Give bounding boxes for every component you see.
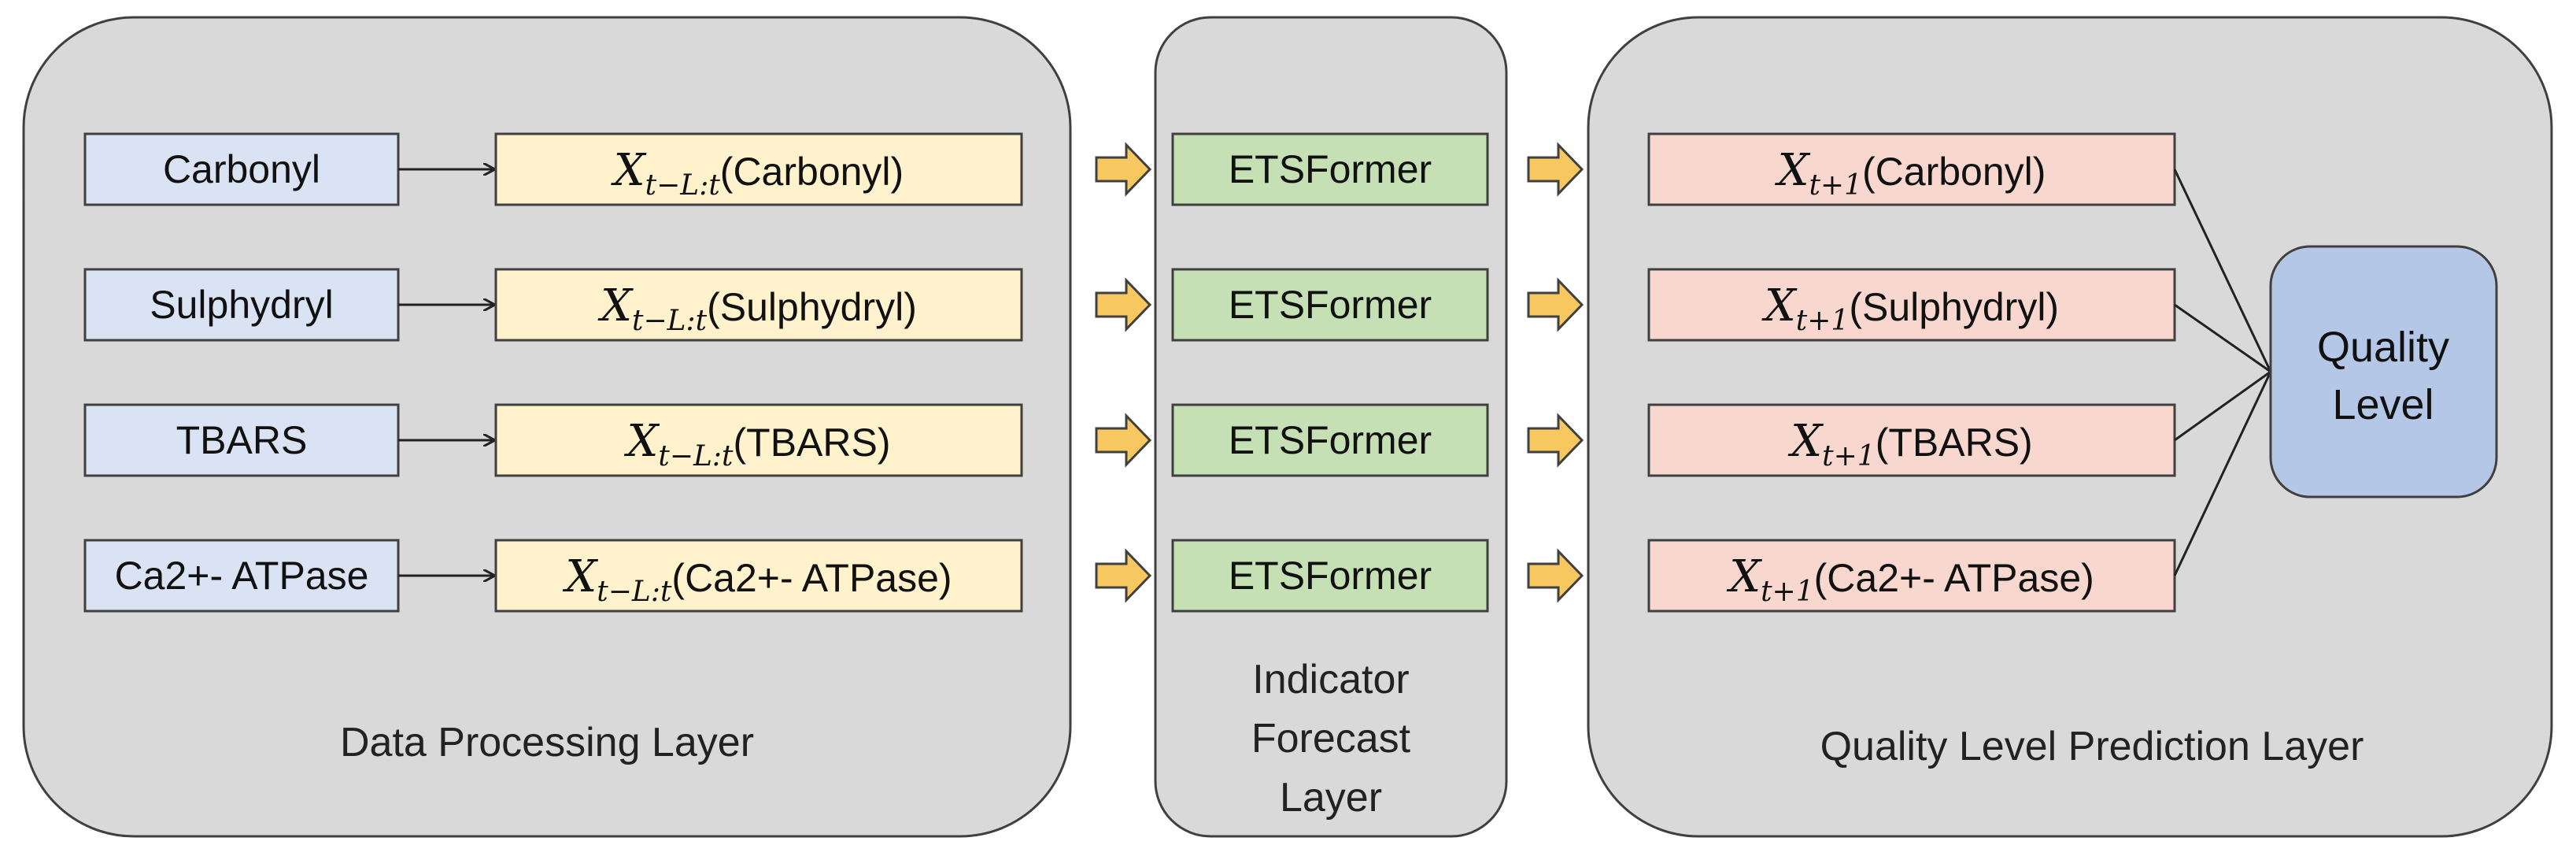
history-window-label-sub: t−L:t (597, 576, 672, 608)
forecast-output-box (1647, 132, 2176, 206)
etsformer-box (1171, 268, 1489, 342)
etsformer-box (1171, 539, 1489, 613)
indicator-caption-line2: Forecast (1251, 716, 1411, 762)
history-window-label: Xt−L:t(Carbonyl) (611, 145, 904, 202)
forecast-output-label-arg: (Sulphydryl) (1849, 285, 2059, 329)
etsformer-label: ETSFormer (1229, 418, 1432, 462)
history-window-label-var: X (611, 145, 647, 196)
to-quality-line (2174, 370, 2271, 442)
forecast-output-label-var: X (1787, 416, 1824, 467)
history-window-box (494, 268, 1023, 342)
indicator-input-label: Sulphydryl (150, 283, 333, 327)
to-prediction-arrow (1527, 277, 1584, 332)
history-window-box (494, 132, 1023, 206)
to-forecast-arrow (1095, 142, 1152, 197)
quality-prediction-caption: Quality Level Prediction Layer (1820, 724, 2364, 769)
forecast-output-label-var: X (1761, 280, 1798, 332)
indicator-caption-line1: Indicator (1252, 657, 1409, 702)
history-window-label-sub: t−L:t (645, 169, 721, 202)
forecast-output-label: Xt+1(Ca2+- ATPase) (1726, 551, 2094, 608)
history-window-label-arg: (TBARS) (734, 421, 891, 465)
etsformer-label: ETSFormer (1229, 147, 1432, 191)
to-quality-line (2173, 371, 2272, 576)
to-prediction-arrow (1527, 548, 1584, 603)
indicator-input-label: TBARS (176, 418, 308, 462)
etsformer-box (1171, 403, 1489, 477)
history-window-label-arg: (Ca2+- ATPase) (671, 556, 952, 600)
to-quality-line (2173, 169, 2272, 372)
history-window-box (494, 539, 1023, 613)
to-forecast-arrow (1095, 277, 1152, 332)
history-window-label: Xt−L:t(Sulphydryl) (597, 280, 917, 337)
quality-level-box (2269, 245, 2498, 498)
forecast-output-label-arg: (Ca2+- ATPase) (1814, 556, 2094, 600)
to-forecast-arrow (1095, 548, 1152, 603)
etsformer-box (1171, 132, 1489, 206)
indicator-input-label: Carbonyl (163, 147, 320, 191)
quality-level-line2: Level (2332, 381, 2434, 428)
indicator-input-label: Ca2+- ATPase (115, 554, 369, 598)
forecast-output-label-sub: t+1 (1761, 576, 1814, 608)
forecast-output-label-sub: t+1 (1809, 169, 1862, 202)
forecast-output-label: Xt+1(Carbonyl) (1775, 145, 2046, 202)
quality-level-line1: Quality (2317, 324, 2449, 371)
forecast-output-box (1647, 403, 2176, 477)
to-quality-line (2174, 303, 2271, 373)
history-window-label-var: X (597, 280, 634, 332)
forecast-output-label-sub: t+1 (1822, 440, 1876, 472)
forecast-output-label-var: X (1726, 551, 1762, 602)
etsformer-label: ETSFormer (1229, 283, 1432, 327)
history-window-label-arg: (Carbonyl) (720, 150, 904, 194)
history-window-label: Xt−L:t(Ca2+- ATPase) (562, 551, 952, 608)
to-prediction-arrow (1527, 413, 1584, 468)
forecast-output-label-arg: (Carbonyl) (1862, 150, 2046, 194)
indicator-input-box (83, 268, 400, 342)
to-forecast-arrow (1095, 413, 1152, 468)
history-window-label-var: X (562, 551, 598, 602)
history-window-label-var: X (623, 416, 660, 467)
history-window-label-sub: t−L:t (658, 440, 734, 472)
history-window-label-sub: t−L:t (632, 305, 708, 337)
history-window-label: Xt−L:t(TBARS) (623, 416, 890, 472)
to-prediction-arrow (1527, 142, 1584, 197)
data-processing-caption: Data Processing Layer (340, 720, 754, 765)
forecast-output-label: Xt+1(TBARS) (1787, 416, 2032, 472)
forecast-output-label-arg: (TBARS) (1876, 421, 2033, 465)
forecast-output-label-var: X (1775, 145, 1811, 196)
forecast-output-box (1647, 268, 2176, 342)
etsformer-label: ETSFormer (1229, 554, 1432, 598)
indicator-caption-line3: Layer (1280, 775, 1382, 821)
history-window-box (494, 403, 1023, 477)
indicator-input-box (83, 403, 400, 477)
forecast-output-label-sub: t+1 (1796, 305, 1850, 337)
forecast-output-label: Xt+1(Sulphydryl) (1761, 280, 2059, 337)
history-window-label-arg: (Sulphydryl) (707, 285, 917, 329)
